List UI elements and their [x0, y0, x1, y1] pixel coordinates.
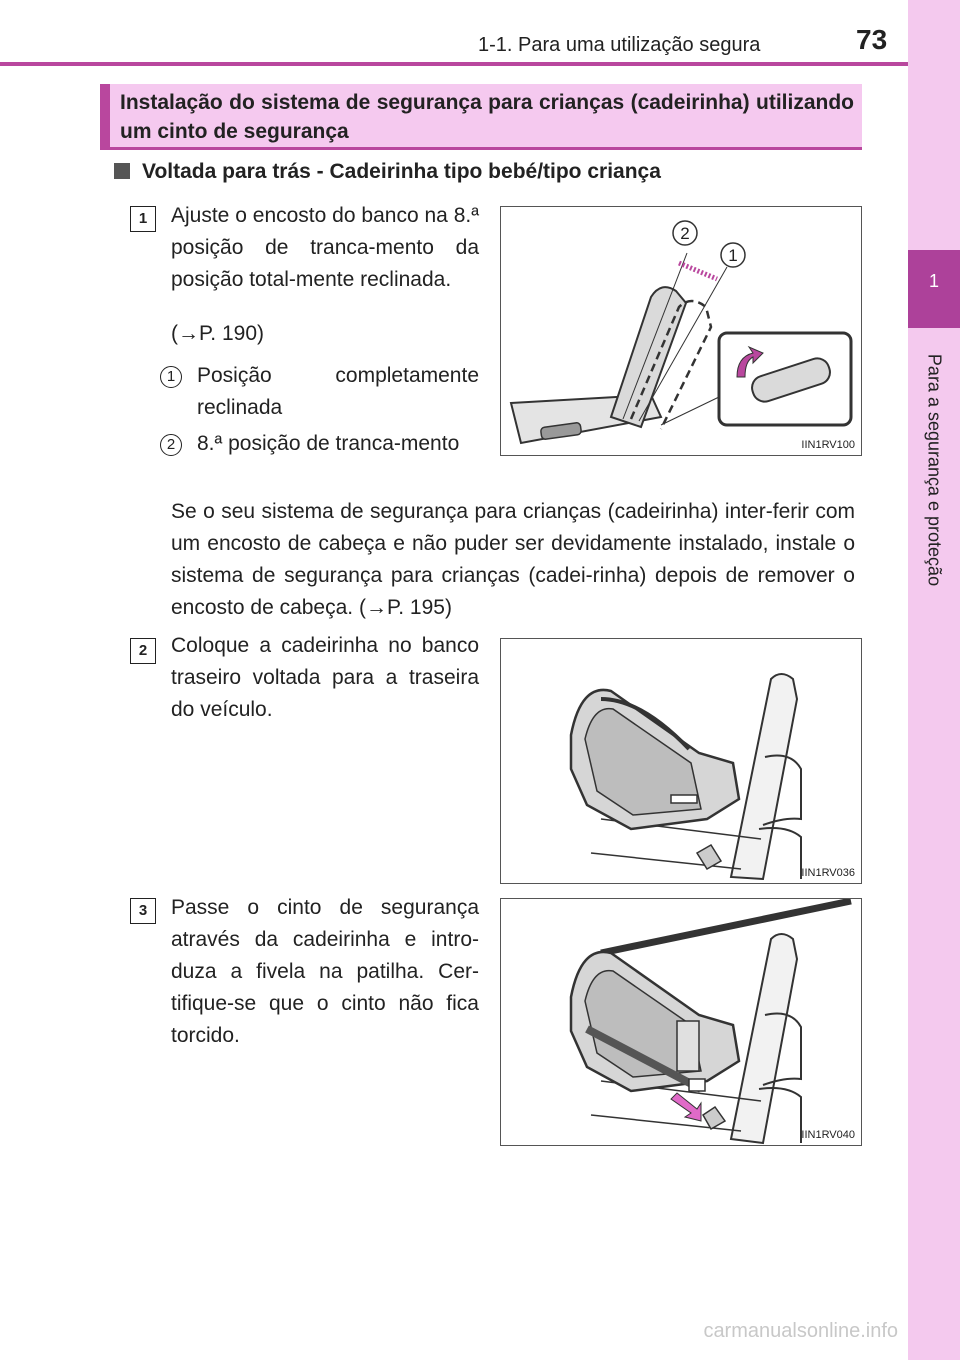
callout-2-text: 8.ª posição de tranca-mento: [197, 432, 460, 455]
callout-badge-2: 2: [160, 434, 182, 456]
sub-heading-text: Voltada para trás - Cadeirinha tipo bebé…: [142, 160, 661, 183]
chapter-title: Para a segurança e proteção: [924, 353, 945, 587]
section-title: Instalação do sistema de segurança para …: [120, 91, 854, 143]
child-seat-placement-illustration: [569, 673, 802, 881]
page-number: 73: [856, 24, 888, 55]
sub-heading: Voltada para trás - Cadeirinha tipo bebé…: [114, 160, 661, 184]
figure-code-2: IIN1RV036: [801, 867, 855, 879]
belt-routing-illustration: [569, 899, 852, 1145]
figure-belt-routing: IIN1RV040: [500, 898, 862, 1146]
header-rule: [0, 62, 908, 66]
callout-badge-1: 1: [160, 366, 182, 388]
step-2-text: Coloque a cadeirinha no banco traseiro v…: [171, 634, 479, 721]
square-bullet-icon: [114, 163, 130, 179]
step-badge-1: 1: [130, 206, 156, 232]
figure-seat-recline: 2 1 IIN1RV100: [500, 206, 862, 456]
step-badge-3: 3: [130, 898, 156, 924]
section-header: Instalação do sistema de segurança para …: [100, 84, 862, 150]
figure-code-3: IIN1RV040: [801, 1129, 855, 1141]
step-badge-2: 2: [130, 638, 156, 664]
step-1-text: Ajuste o encosto do banco na 8.ª posição…: [171, 204, 479, 291]
running-head: 1-1. Para uma utilização segura: [478, 34, 761, 56]
side-tab: [908, 0, 960, 1360]
watermark: carmanualsonline.info: [703, 1320, 898, 1342]
figure1-label-1: 1: [728, 246, 737, 265]
callout-1-text: Posição completamente reclinada: [197, 364, 479, 419]
seat-recline-illustration: 2 1: [509, 220, 853, 445]
figure-code-1: IIN1RV100: [801, 439, 855, 451]
step-3-text: Passe o cinto de segurança através da ca…: [171, 896, 479, 1047]
step-1-note: Se o seu sistema de segurança para crian…: [171, 500, 855, 619]
chapter-number: 1: [908, 250, 960, 328]
figure1-label-2: 2: [680, 224, 689, 243]
step-1-reference: (→P. 190): [171, 322, 264, 345]
figure-child-seat-placement: IIN1RV036: [500, 638, 862, 884]
